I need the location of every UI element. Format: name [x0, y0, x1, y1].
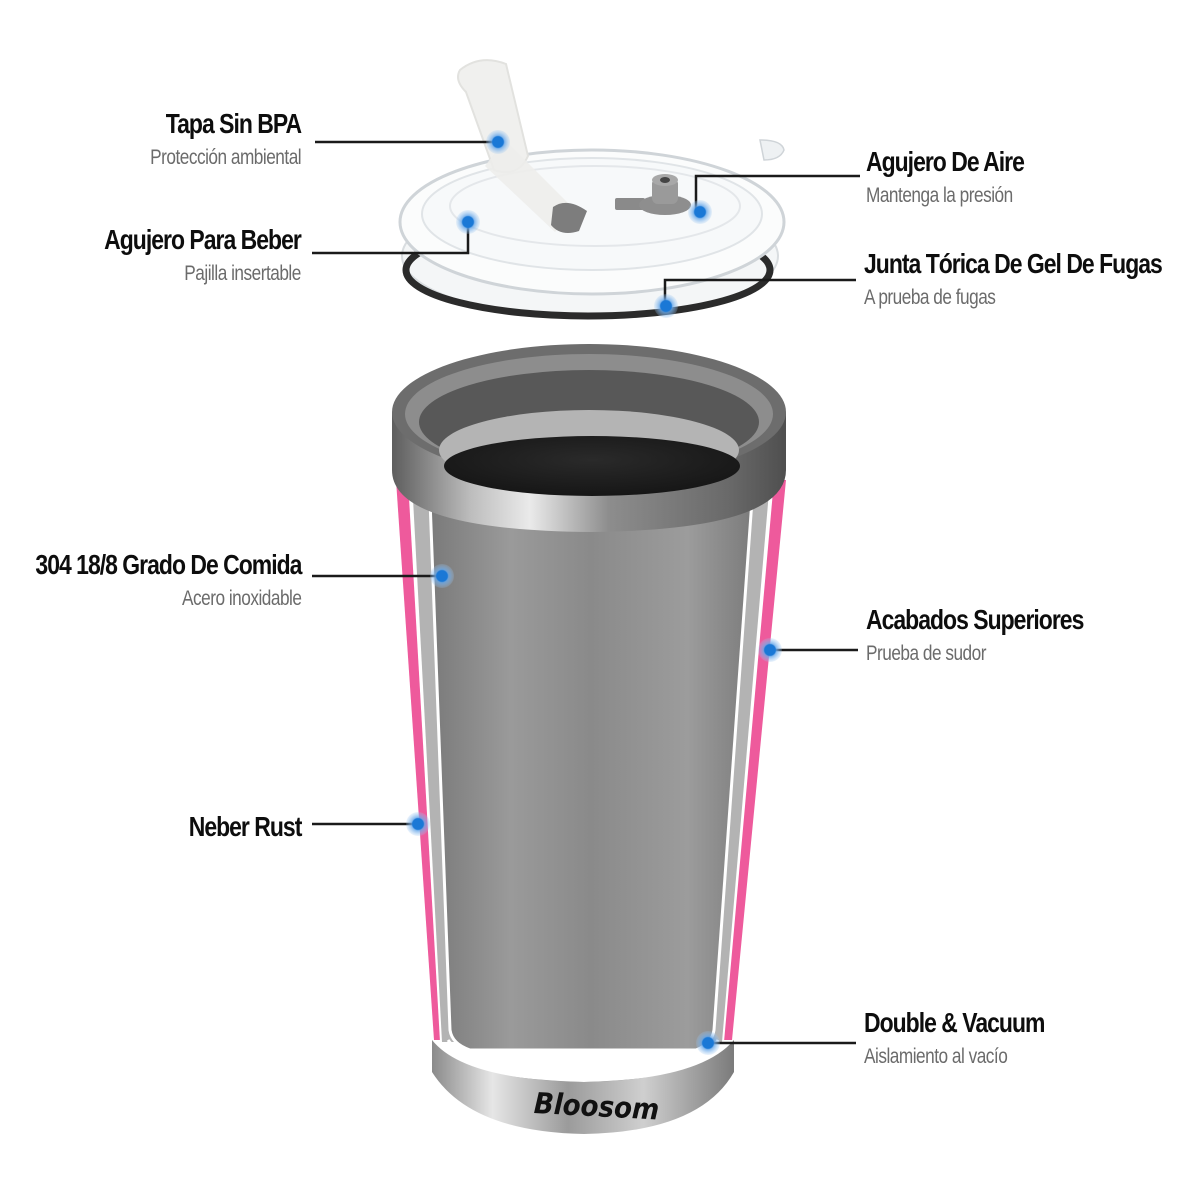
callout-agujero-de-aire: Agujero De Aire Mantenga la presión — [866, 146, 1059, 207]
callout-dot-acabados — [758, 638, 782, 662]
callout-subtitle: Prueba de sudor — [866, 642, 986, 665]
callout-neber-rust: Neber Rust — [164, 811, 302, 842]
callout-agujero-para-beber: Agujero Para Beber Pajilla insertable — [61, 224, 302, 285]
callout-title: Agujero De Aire — [866, 146, 1025, 177]
cup — [392, 344, 786, 1134]
callout-junta-torica: Junta Tórica De Gel De Fugas A prueba de… — [864, 248, 1200, 309]
callout-dot-neber-rust — [406, 812, 430, 836]
callout-subtitle: A prueba de fugas — [864, 286, 996, 309]
callout-acabados-superiores: Acabados Superiores Prueba de sudor — [866, 604, 1131, 665]
callout-title: Junta Tórica De Gel De Fugas — [864, 248, 1163, 279]
callout-dot-acero — [430, 564, 454, 588]
callout-dot-double-vacuum — [696, 1031, 720, 1055]
brand-logo: Bloosom — [533, 1086, 661, 1127]
callout-subtitle: Aislamiento al vacío — [864, 1045, 1008, 1068]
callout-dot-agujero-aire — [688, 200, 712, 224]
callout-dot-tapa — [486, 130, 510, 154]
callout-tapa-sin-bpa: Tapa Sin BPA Protección ambiental — [117, 108, 302, 169]
callout-dots — [406, 130, 782, 1055]
callout-title: Double & Vacuum — [864, 1007, 1045, 1038]
callout-title: 304 18/8 Grado De Comida — [34, 549, 302, 580]
callout-subtitle: Mantenga la presión — [866, 184, 1013, 207]
callout-title: Acabados Superiores — [866, 604, 1084, 635]
callout-dot-junta — [654, 294, 678, 318]
callout-subtitle: Pajilla insertable — [184, 262, 301, 285]
callout-title: Neber Rust — [188, 811, 302, 842]
callout-subtitle: Protección ambiental — [150, 146, 301, 169]
lid — [398, 59, 786, 320]
callout-subtitle: Acero inoxidable — [181, 587, 302, 610]
callout-title: Agujero Para Beber — [104, 224, 302, 255]
callout-title: Tapa Sin BPA — [165, 108, 302, 139]
callout-double-vacuum: Double & Vacuum Aislamiento al vacío — [864, 1007, 1084, 1068]
callout-grado-de-comida: 304 18/8 Grado De Comida Acero inoxidabl… — [0, 549, 302, 610]
callout-dot-agujero-beber — [456, 210, 480, 234]
